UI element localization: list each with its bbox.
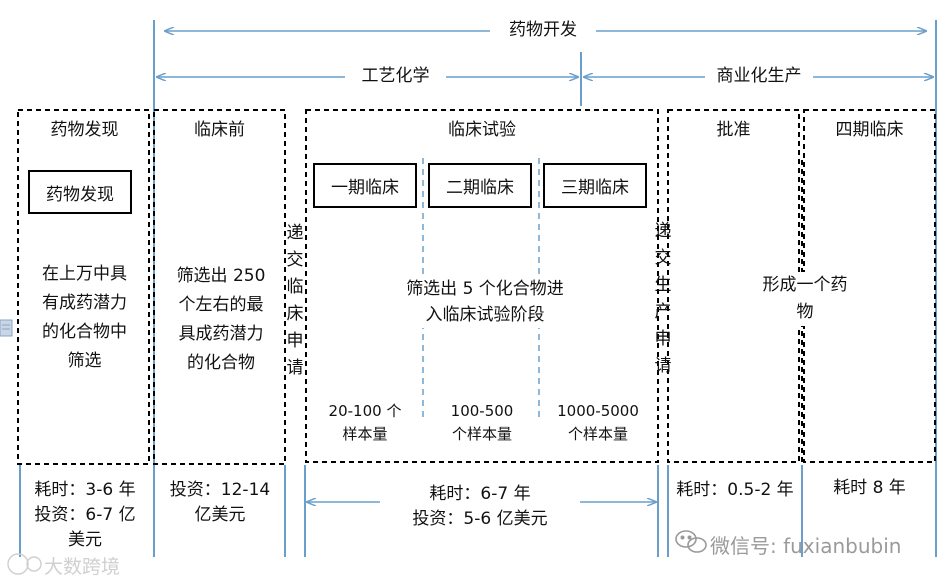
- document-icon: [0, 319, 13, 337]
- clinical-stage-box: [305, 109, 659, 463]
- wechat-watermark: 微信号: fuxianbubin: [710, 534, 902, 558]
- discovery-title: 药物发现: [50, 120, 119, 140]
- preclinical-title: 临床前: [194, 120, 245, 140]
- clinical-cost: 耗时：6-7 年 投资：5-6 亿美元: [380, 482, 580, 532]
- clinical-title: 临床试验: [448, 120, 516, 140]
- brand-logo-icon: [7, 553, 42, 575]
- discovery-cost: 耗时：3-6 年 投资：6-7 亿 美元: [34, 480, 136, 550]
- preclinical-description: 筛选出 250 个左右的最 具成药潜力 的化合物: [176, 266, 266, 373]
- phase-2-sample-size: 100-500 个样本量: [450, 402, 514, 443]
- commercial-production-label: 商业化生产: [716, 66, 802, 86]
- phase-1-sample-size: 20-100 个 样本量: [328, 402, 402, 443]
- discovery-stage-box: [17, 109, 150, 465]
- approval-title: 批准: [716, 120, 751, 140]
- clinical-description: 筛选出 5 个化合物进 入临床试验阶段: [340, 276, 630, 328]
- phase-3-sample-size: 1000-5000 个样本量: [557, 402, 639, 443]
- nda-submission-label: 递交生产申请: [654, 221, 672, 376]
- wechat-icon: [675, 530, 707, 553]
- ind-submission-label: 递交临床申请: [286, 223, 304, 378]
- preclinical-stage-box: [153, 109, 286, 465]
- phase4-cost: 耗时 8 年: [833, 478, 906, 498]
- brand-watermark: 大数跨境: [44, 556, 121, 578]
- phase-2-box: 二期临床: [428, 163, 532, 208]
- phase4-stage-box: [803, 109, 936, 463]
- approval-cost: 耗时：0.5-2 年: [676, 480, 794, 500]
- discovery-description: 在上万中具 有成药潜力 的化合物中 筛选: [42, 264, 127, 371]
- phase-3-box: 三期临床: [543, 163, 647, 208]
- phase4-title: 四期临床: [835, 120, 904, 140]
- phase4-description: 形成一个药 物: [740, 272, 870, 326]
- process-chemistry-label: 工艺化学: [361, 66, 430, 86]
- phase-1-box: 一期临床: [313, 163, 417, 208]
- drug-development-label: 药物开发: [509, 20, 577, 40]
- discovery-box: 药物发现: [28, 170, 132, 214]
- preclinical-cost: 投资：12-14 亿美元: [169, 480, 271, 525]
